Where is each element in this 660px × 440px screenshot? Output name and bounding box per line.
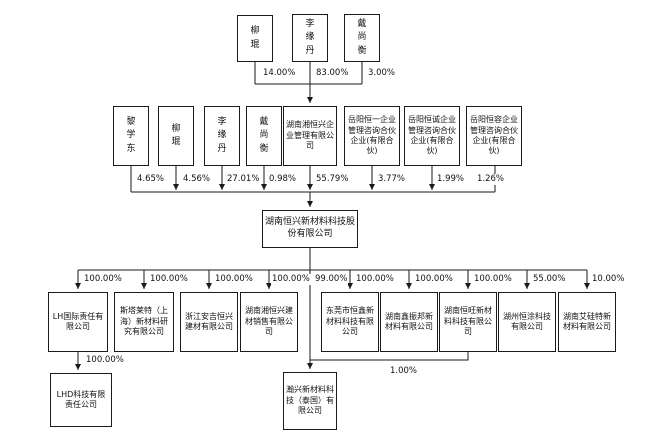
- company-name: 湖南恒旺新材料科技有限公司: [444, 306, 492, 337]
- ownership-pct-label: 0.98%: [268, 174, 298, 185]
- ownership-pct-label: 55.00%: [532, 274, 567, 285]
- ownership-pct-label: 3.77%: [377, 174, 407, 185]
- shareholder-box: 戴尚衡: [344, 14, 380, 62]
- company-name: 湖南湘恒兴建材销售有限公司: [245, 306, 293, 337]
- shareholder-box: 柳琨: [237, 15, 273, 62]
- ownership-pct-label: 100.00%: [85, 355, 125, 366]
- ownership-pct-label: 3.00%: [367, 68, 397, 79]
- shareholder-box: 柳琨: [158, 106, 194, 166]
- ownership-pct-label: 4.65%: [136, 174, 166, 185]
- company-name: LH国际责任有限公司: [52, 311, 104, 331]
- ownership-pct-label: 4.56%: [182, 174, 212, 185]
- subsidiary-box: 湖南恒旺新材料科技有限公司: [439, 292, 497, 352]
- subsidiary-box: 浙江安吉恒兴建材有限公司: [180, 292, 238, 352]
- company-name: 湖南湘恒兴企业管理有限公司: [286, 120, 334, 151]
- ownership-pct-label: 100.00%: [271, 274, 311, 285]
- partnership-box: 岳阳恒容企业管理咨询合伙企业(有限合伙): [466, 106, 522, 166]
- subsidiary-box: 斯塔莱特（上海）新材料研究有限公司: [114, 292, 174, 352]
- company-name: 瀚兴新材料科技（泰国）有限公司: [286, 385, 334, 416]
- ownership-pct-label: 100.00%: [149, 274, 189, 285]
- shareholder-name: 戴尚衡: [357, 18, 367, 56]
- shareholder-name: 李缘丹: [217, 116, 227, 154]
- holding-company-box: 湖南湘恒兴企业管理有限公司: [283, 106, 337, 166]
- shareholder-name: 李缘丹: [305, 18, 315, 56]
- subsidiary-box: 湖南湘恒兴建材销售有限公司: [240, 292, 298, 352]
- ownership-pct-label: 1.99%: [436, 174, 466, 185]
- ownership-pct-label: 100.00%: [355, 274, 395, 285]
- partnership-box: 岳阳恒诚企业管理咨询合伙企业(有限合伙): [404, 106, 460, 166]
- shareholder-box: 戴尚衡: [246, 106, 282, 166]
- ownership-pct-label: 100.00%: [214, 274, 254, 285]
- ownership-pct-label: 27.01%: [226, 174, 261, 185]
- ownership-pct-label: 1.26%: [476, 174, 506, 185]
- ownership-pct-label: 100.00%: [414, 274, 454, 285]
- ownership-pct-label: 100.00%: [83, 274, 123, 285]
- company-name: LHD科技有限责任公司: [56, 389, 106, 409]
- partnership-box: 岳阳恒一企业管理咨询合伙企业(有限合伙): [344, 106, 400, 166]
- company-name: 岳阳恒一企业管理咨询合伙企业(有限合伙): [348, 115, 396, 156]
- ownership-pct-label: 10.00%: [591, 274, 626, 285]
- shareholder-name: 戴尚衡: [259, 116, 269, 154]
- ownership-pct-label: 99.00%: [314, 274, 349, 285]
- company-name: 湖南艾硅特新材料有限公司: [563, 311, 611, 331]
- company-name: 东莞市恒鑫新材料科技有限公司: [326, 306, 374, 337]
- shareholder-box: 李缘丹: [204, 106, 240, 166]
- subsidiary-box: 湖南艾硅特新材料有限公司: [558, 292, 616, 352]
- company-name: 湖州恒涂科技有限公司: [503, 311, 551, 331]
- shareholder-box: 黎学东: [113, 106, 149, 166]
- company-name: 浙江安吉恒兴建材有限公司: [185, 311, 233, 331]
- shareholder-box: 李缘丹: [292, 14, 328, 62]
- root-company-name: 湖南恒兴新材料科技股份有限公司: [265, 217, 356, 239]
- ownership-pct-label: 55.79%: [315, 174, 350, 185]
- subsidiary-box: LH国际责任有限公司: [48, 292, 108, 352]
- subsidiary-box: 湖南鑫振邦新材料有限公司: [380, 292, 438, 352]
- ownership-pct-label: 100.00%: [473, 274, 513, 285]
- company-name: 湖南鑫振邦新材料有限公司: [385, 311, 433, 331]
- subsidiary-box: 东莞市恒鑫新材料科技有限公司: [321, 292, 379, 352]
- sub-subsidiary-box: LHD科技有限责任公司: [50, 373, 112, 427]
- ownership-pct-label: 83.00%: [315, 68, 350, 79]
- company-name: 岳阳恒诚企业管理咨询合伙企业(有限合伙): [408, 115, 456, 156]
- ownership-pct-label: 14.00%: [262, 68, 297, 79]
- shareholder-name: 柳琨: [250, 26, 260, 50]
- shareholder-name: 柳琨: [171, 123, 181, 148]
- ownership-pct-label: 1.00%: [389, 366, 419, 377]
- company-name: 斯塔莱特（上海）新材料研究有限公司: [120, 306, 168, 337]
- root-company-box: 湖南恒兴新材料科技股份有限公司: [262, 210, 358, 248]
- subsidiary-box: 湖州恒涂科技有限公司: [498, 292, 556, 352]
- shareholder-name: 黎学东: [126, 116, 136, 154]
- sub-subsidiary-box: 瀚兴新材料科技（泰国）有限公司: [283, 372, 337, 430]
- company-name: 岳阳恒容企业管理咨询合伙企业(有限合伙): [470, 115, 518, 156]
